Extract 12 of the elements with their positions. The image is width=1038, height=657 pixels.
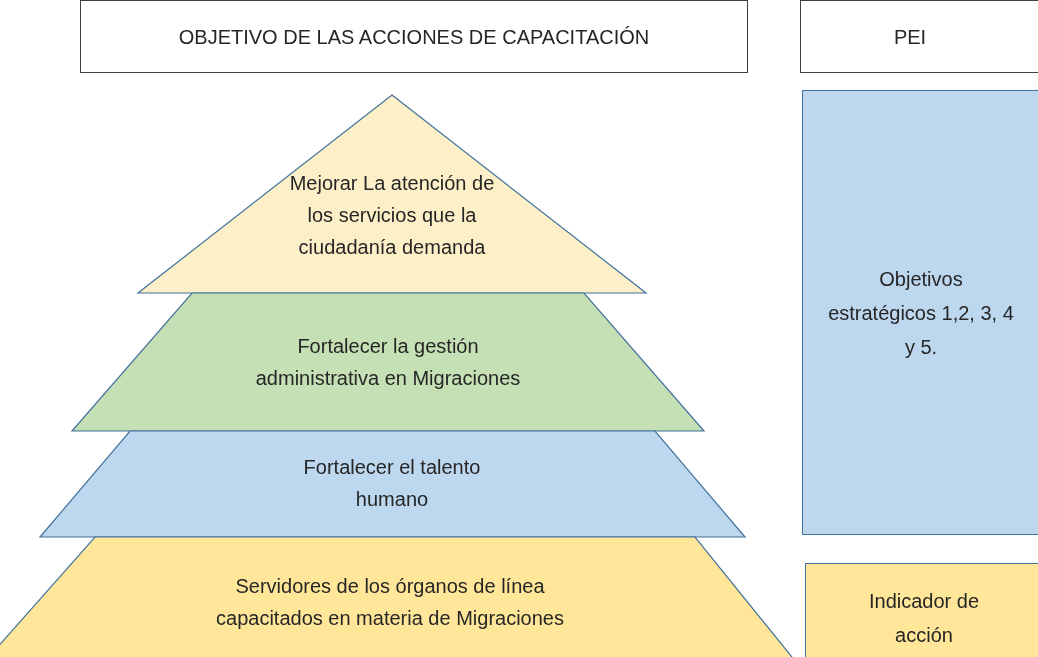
info-box <box>805 563 1038 657</box>
tier-label: Fortalecer el talento humano <box>302 455 482 512</box>
header-text: OBJETIVO DE LAS ACCIONES DE CAPACITACIÓN <box>178 24 650 50</box>
header-box <box>800 0 1038 73</box>
info-box <box>802 90 1038 535</box>
header-box <box>80 0 748 73</box>
tier-label: Servidores de los órganos de línea capacitados en materia de Migraciones <box>215 574 565 631</box>
info-text: Indicador de acción <box>867 589 981 648</box>
header-text: PEI <box>893 24 927 50</box>
tier-label: Mejorar La atención de los servicios que la ciudadanía demanda <box>288 171 496 260</box>
info-text: Objetivos estratégicos 1,2, 3, 4 y 5. <box>827 266 1015 360</box>
tier-label: Fortalecer la gestión administrativa en Migraciones <box>254 334 522 391</box>
